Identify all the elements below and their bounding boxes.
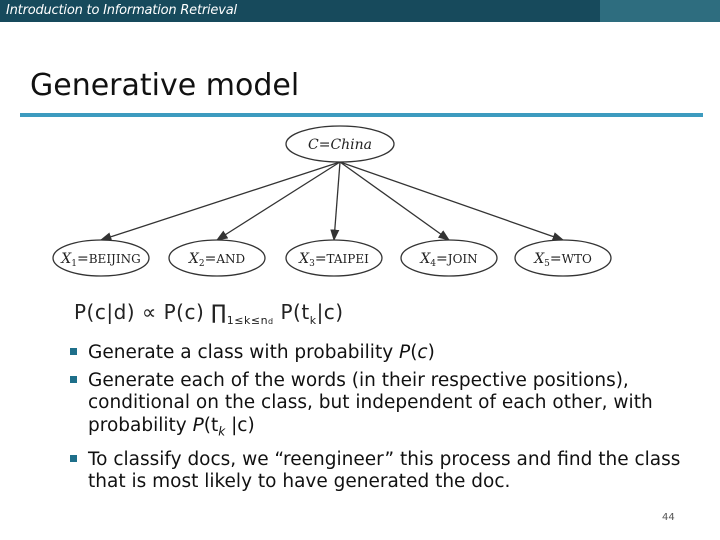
bullet-list: Generate a class with probability P(c) G…	[70, 342, 690, 499]
formula-rhs-sub: k	[309, 314, 317, 327]
bullet-item-2: Generate each of the words (in their res…	[70, 370, 690, 438]
course-title: Introduction to Information Retrieval	[6, 3, 237, 18]
edge-root-to-child-4	[339, 161, 451, 241]
header-bar	[0, 0, 600, 22]
slide-title: Generative model	[30, 68, 300, 103]
child-node-3	[285, 239, 383, 277]
edge-root-to-child-2	[215, 161, 341, 241]
edge-root-to-child-1	[99, 161, 341, 242]
edge-root-to-child-3	[330, 161, 341, 242]
diagram-edges	[99, 161, 565, 242]
child-node-2-label: X2=AND	[188, 251, 245, 269]
child-node-4	[400, 239, 498, 277]
formula-rhs: P(t	[273, 300, 310, 324]
root-node-label: C=China	[308, 137, 372, 153]
bullet-marker	[70, 348, 77, 355]
child-node-2	[168, 239, 266, 277]
page-number: 44	[662, 512, 675, 523]
child-node-1-label: X1=BEIJING	[60, 251, 140, 269]
title-divider	[20, 113, 703, 117]
bullet-item-3: To classify docs, we “reengineer” this p…	[70, 449, 690, 493]
edge-root-to-child-5	[339, 161, 565, 241]
formula-sub: 1≤k≤nd	[226, 314, 274, 327]
child-node-3-label: X3=TAIPEI	[298, 251, 369, 269]
child-node-5-label: X5=WTO	[533, 251, 592, 269]
bullet-item-1: Generate a class with probability P(c)	[70, 342, 690, 364]
header-accent	[600, 0, 720, 22]
formula-lhs: P(c|d) ∝ P(c) ∏	[74, 300, 227, 324]
child-node-4-label: X4=JOIN	[419, 251, 477, 269]
child-node-5	[514, 239, 612, 277]
bullet-marker	[70, 376, 77, 384]
formula: P(c|d) ∝ P(c) ∏1≤k≤nd P(tk|c)	[74, 300, 344, 327]
bullet-marker	[70, 454, 77, 462]
formula-rhs-end: |c)	[316, 300, 344, 324]
root-node	[285, 125, 395, 163]
child-node-1	[52, 239, 150, 277]
